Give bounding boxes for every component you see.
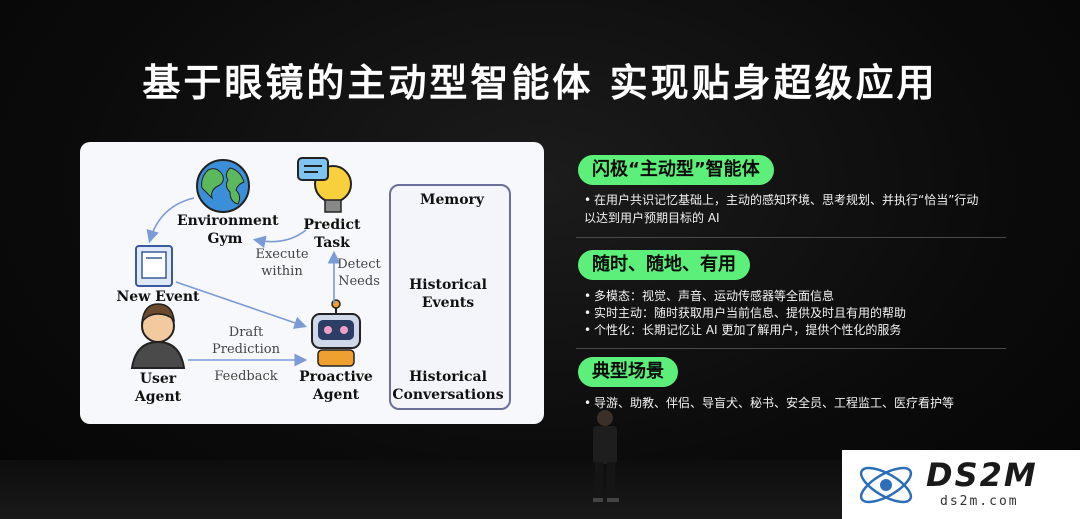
node-memory: Memory — [420, 192, 485, 208]
memory-box — [389, 184, 511, 410]
robot-icon — [311, 299, 361, 367]
section-2-bullet-2: •实时主动：随时获取用户当前信息、提供及时且有用的帮助 — [584, 304, 906, 322]
bullet-dot: • — [584, 396, 592, 410]
section-1-bullet-1: •在用户共识记忆基础上，主动的感知环境、思考规划、并执行“恰当”行动 — [584, 191, 978, 209]
bullet-text: 导游、助教、伴侣、导盲犬、秘书、安全员、工程监工、医疗看护等 — [594, 396, 955, 410]
section-heading-anytime-anywhere: 随时、随地、有用 — [578, 250, 750, 280]
bullet-text: 多模态：视觉、声音、运动传感器等全面信息 — [594, 289, 835, 303]
presenter-figure — [593, 410, 619, 502]
bullet-text: 以达到用户预期目标的 AI — [584, 211, 720, 225]
arrow-env-to-newevent — [146, 197, 195, 244]
bullet-text: 在用户共识记忆基础上，主动的感知环境、思考规划、并执行“恰当”行动 — [594, 193, 979, 207]
watermark-domain: ds2m.com — [940, 494, 1019, 509]
watermark: DS2M ds2m.com — [842, 450, 1080, 519]
section-2-bullet-1: •多模态：视觉、声音、运动传感器等全面信息 — [584, 287, 834, 305]
bullet-text: 实时主动：随时获取用户当前信息、提供及时且有用的帮助 — [594, 306, 907, 320]
atom-logo-icon — [859, 466, 913, 504]
bullet-dot: • — [584, 306, 592, 320]
bullet-text: 个性化：长期记忆让 AI 更加了解用户，提供个性化的服务 — [594, 323, 902, 337]
tablet-icon — [135, 245, 173, 287]
bullet-dot: • — [584, 323, 592, 337]
section-heading-typical-scenarios: 典型场景 — [578, 357, 678, 387]
divider — [576, 348, 1006, 349]
watermark-brand: DS2M — [926, 456, 1038, 494]
section-1-bullet-2: 以达到用户预期目标的 AI — [584, 209, 720, 227]
divider — [576, 237, 1006, 238]
arrow-predict-to-env — [252, 229, 307, 249]
user-avatar-icon — [130, 303, 186, 369]
node-new-event: New Event — [116, 289, 200, 305]
bullet-dot: • — [584, 193, 592, 207]
bullet-dot: • — [584, 289, 592, 303]
section-2-bullet-3: •个性化：长期记忆让 AI 更加了解用户，提供个性化的服务 — [584, 321, 901, 339]
section-3-bullet-1: •导游、助教、伴侣、导盲犬、秘书、安全员、工程监工、医疗看护等 — [584, 394, 954, 412]
arrow-newevent-to-proactive — [175, 281, 308, 329]
slide-title: 基于眼镜的主动型智能体 实现贴身超级应用 — [142, 61, 938, 105]
globe-icon — [196, 159, 250, 213]
edge-feedback: Feedback — [214, 369, 278, 384]
lightbulb-icon — [297, 157, 352, 213]
section-heading-proactive-agent: 闪极“主动型”智能体 — [578, 155, 774, 185]
